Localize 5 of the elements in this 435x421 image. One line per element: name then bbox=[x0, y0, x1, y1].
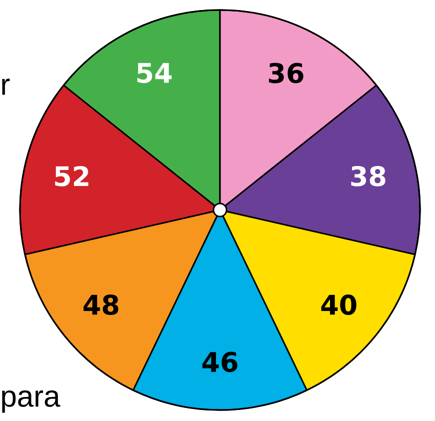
text-fragment: para bbox=[2, 390, 60, 413]
spinner-sector: 52 bbox=[19, 84, 221, 256]
spinner-sector: 38 bbox=[219, 84, 421, 256]
text-fragment: r bbox=[2, 78, 10, 95]
spinner-sector: 46 bbox=[132, 209, 308, 411]
